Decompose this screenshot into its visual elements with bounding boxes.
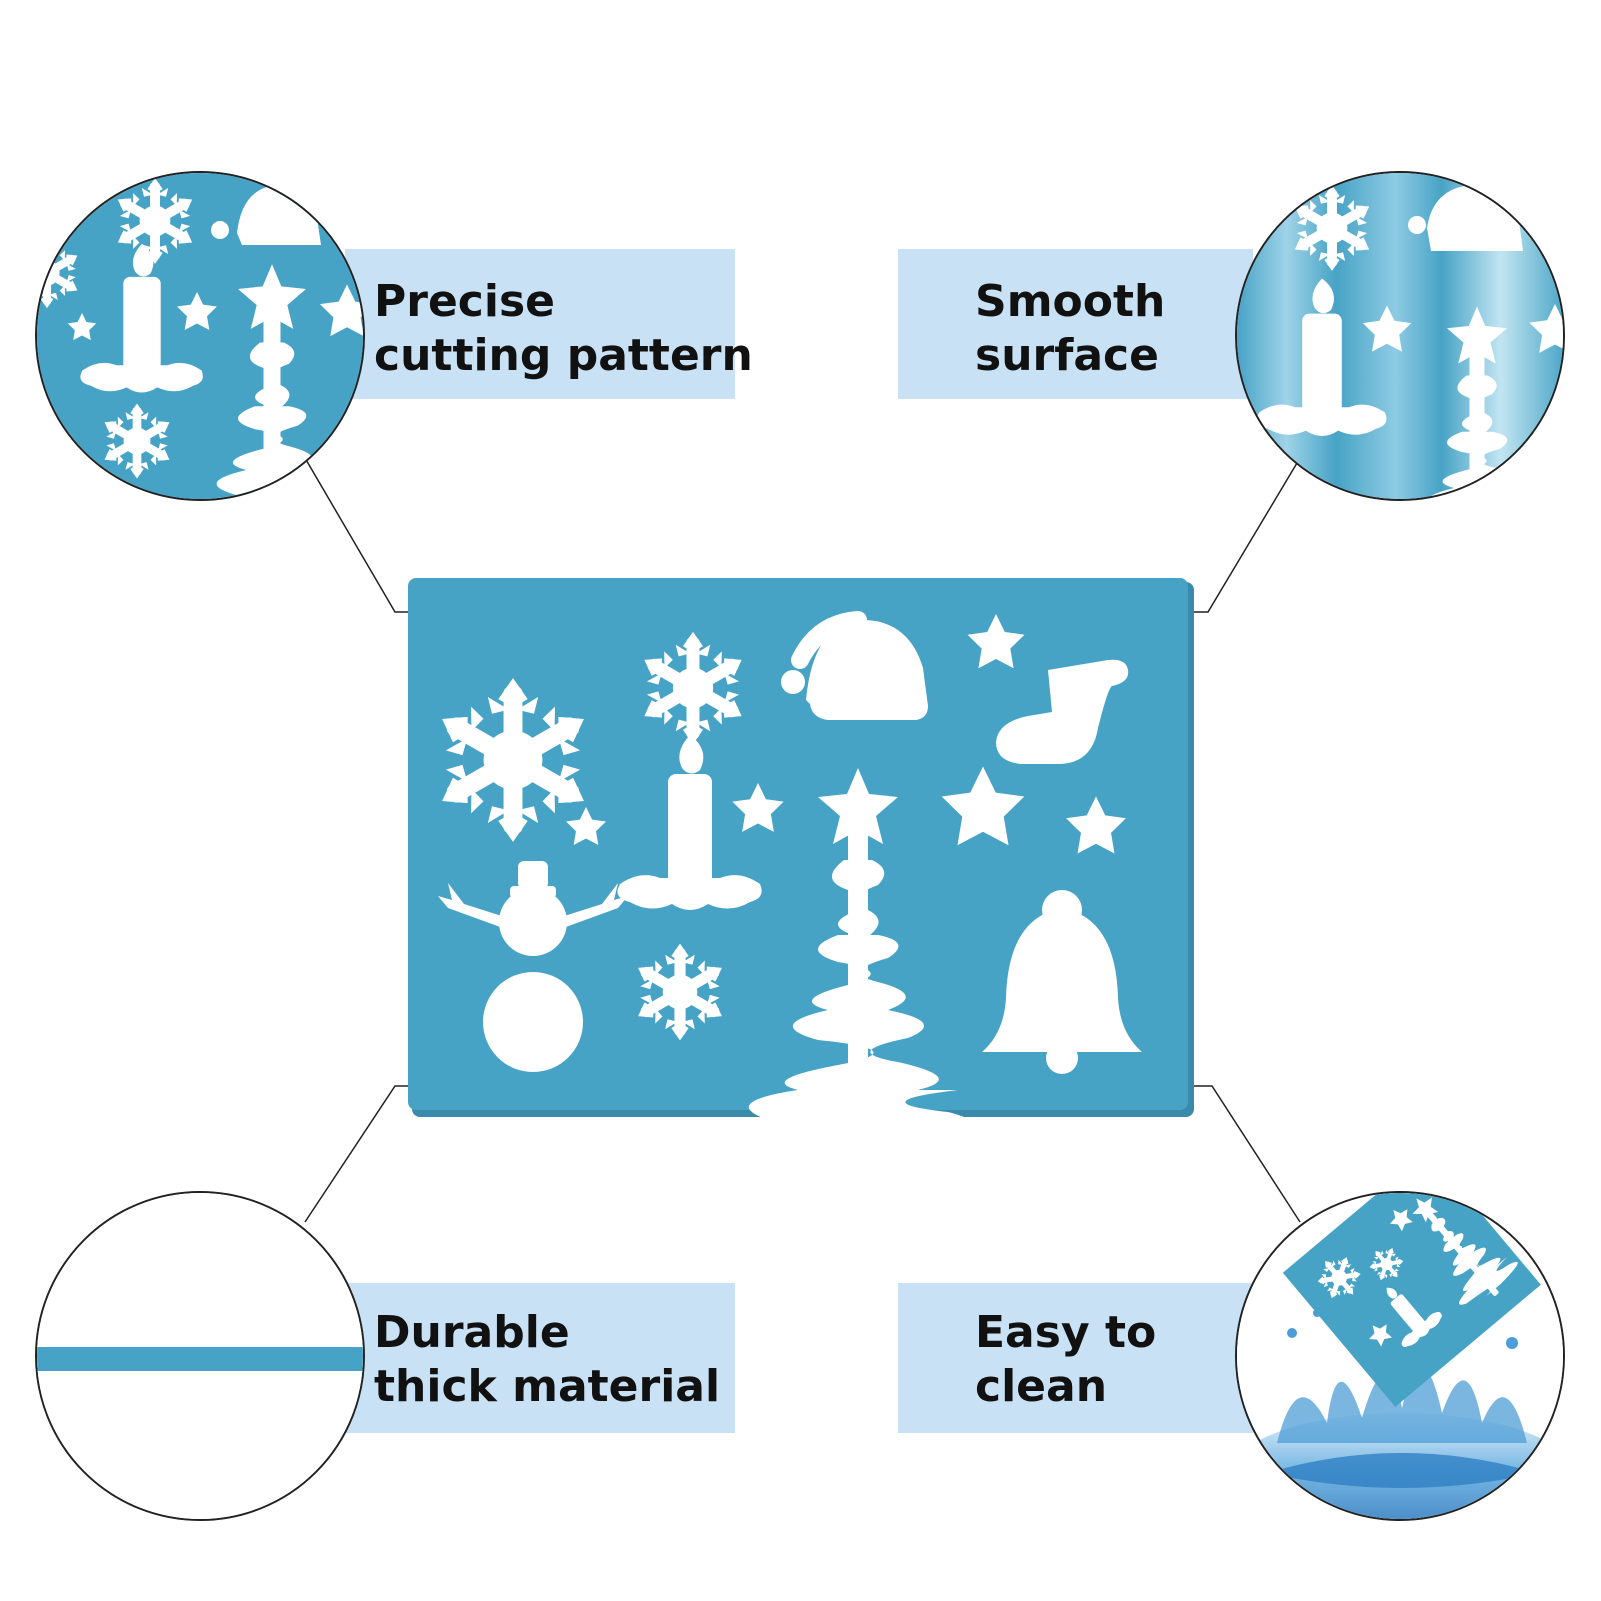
banner-bottom-left bbox=[345, 1283, 735, 1433]
banner-bottom-right bbox=[898, 1283, 1253, 1433]
stencil-bell-icon bbox=[982, 890, 1142, 1074]
detail-circle-smooth-surface bbox=[1235, 171, 1565, 501]
water-splash-icon bbox=[1237, 1309, 1563, 1519]
feature-label-precise-cutting: Precise cutting pattern bbox=[374, 276, 753, 381]
feature-label-smooth-surface: Smooth surface bbox=[975, 276, 1166, 381]
tilted-stencil-icon bbox=[1282, 1193, 1541, 1407]
stencil-snowman-icon bbox=[438, 861, 628, 1072]
stencil-stocking-icon bbox=[996, 659, 1129, 764]
material-thickness-bar bbox=[37, 1347, 363, 1371]
santa-hat-icon bbox=[211, 185, 321, 245]
detail-circle-easy-to-clean bbox=[1235, 1191, 1565, 1521]
detail-circle-thick-material bbox=[35, 1191, 365, 1521]
stencil-base bbox=[408, 578, 1188, 1110]
connector-line-bottom-left bbox=[304, 1085, 410, 1223]
stencil-santa-hat-icon bbox=[781, 611, 928, 720]
christmas-stencil-sheet bbox=[408, 578, 1194, 1119]
connector-line-bottom-right bbox=[1194, 1085, 1301, 1223]
detail-circle-cutting-pattern bbox=[35, 171, 365, 501]
feature-label-durable-material: Durable thick material bbox=[374, 1307, 721, 1412]
feature-label-easy-to-clean: Easy to clean bbox=[975, 1307, 1157, 1412]
banner-top-left bbox=[345, 249, 735, 399]
banner-top-right bbox=[898, 249, 1253, 399]
connector-line-top-left bbox=[304, 457, 410, 613]
santa-hat-icon bbox=[1408, 185, 1523, 251]
connector-line-top-right bbox=[1194, 457, 1301, 613]
